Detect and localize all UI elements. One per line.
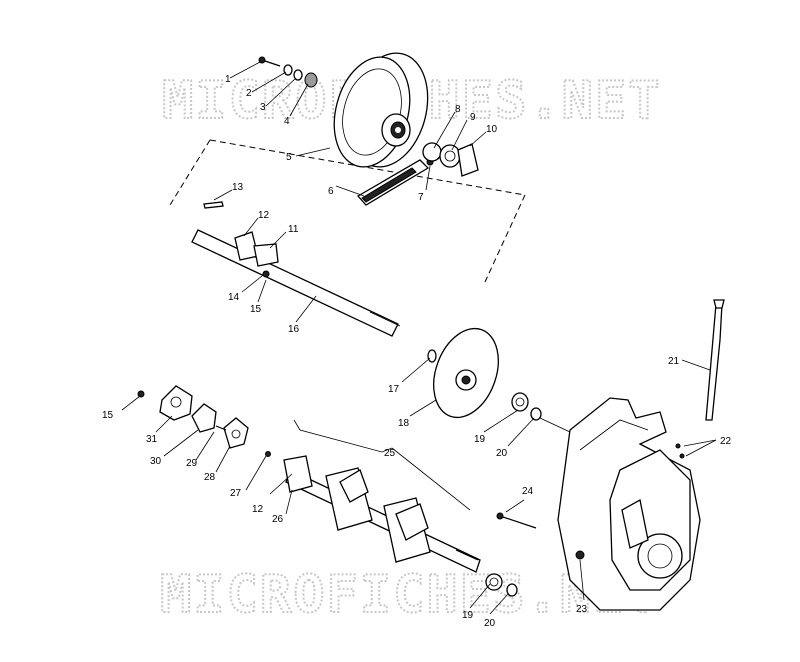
callout-6: 6 <box>328 186 334 197</box>
callout-27: 27 <box>230 488 242 499</box>
dipstick <box>675 299 725 459</box>
leader-lines <box>121 61 717 615</box>
callout-12-upper: 12 <box>258 210 270 221</box>
callout-10: 10 <box>486 124 498 135</box>
bearing-upper <box>511 392 571 433</box>
callout-15-upper: 15 <box>250 304 262 315</box>
callout-5: 5 <box>286 152 292 163</box>
callout-19-upper: 19 <box>474 434 486 445</box>
callout-18: 18 <box>398 418 410 429</box>
drive-chain <box>356 159 430 206</box>
bolt-washer-stack <box>258 56 318 88</box>
callout-20-upper: 20 <box>496 448 508 459</box>
callout-15-lower: 15 <box>102 410 114 421</box>
bearing-lower <box>485 573 518 597</box>
callout-13: 13 <box>232 182 244 193</box>
callout-9: 9 <box>470 112 476 123</box>
callout-7: 7 <box>418 192 424 203</box>
track-drive-shaft <box>283 455 481 573</box>
callout-22: 22 <box>720 436 732 447</box>
tensioner-parts <box>422 142 479 177</box>
callout-20-lower: 20 <box>484 618 496 629</box>
lower-pulley-disc <box>427 327 499 419</box>
callout-24: 24 <box>522 486 534 497</box>
callout-30: 30 <box>150 456 162 467</box>
drive-pulley <box>333 52 429 168</box>
callout-28: 28 <box>204 472 216 483</box>
callout-labels: 1 2 3 4 5 6 7 8 9 10 11 12 13 14 15 16 1… <box>102 74 732 629</box>
callout-16: 16 <box>288 324 300 335</box>
callout-11: 11 <box>288 224 299 235</box>
callout-25: 25 <box>384 448 396 459</box>
callout-17: 17 <box>388 384 400 395</box>
callout-12-lower: 12 <box>252 504 264 515</box>
flange-stack <box>137 385 271 457</box>
callout-2: 2 <box>246 88 252 99</box>
callout-29: 29 <box>186 458 198 469</box>
callout-1: 1 <box>225 74 231 85</box>
callout-26: 26 <box>272 514 284 525</box>
callout-14: 14 <box>228 292 240 303</box>
upper-shaft <box>191 229 401 337</box>
callout-4: 4 <box>284 116 290 127</box>
callout-3: 3 <box>260 102 266 113</box>
chaincase-housing <box>557 397 701 611</box>
callout-21: 21 <box>668 356 680 367</box>
callout-8: 8 <box>455 104 461 115</box>
shaft-key <box>203 201 224 209</box>
callout-31: 31 <box>146 434 158 445</box>
callout-19-lower: 19 <box>462 610 474 621</box>
dashed-group-outline <box>169 139 526 283</box>
bolt-24 <box>496 512 537 529</box>
callout-23: 23 <box>576 604 588 615</box>
